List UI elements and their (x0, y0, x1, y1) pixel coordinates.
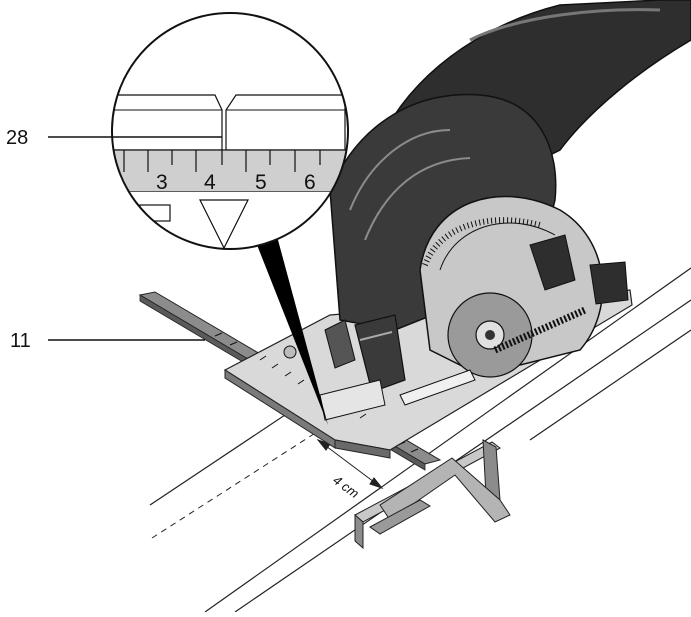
cut-line (151, 429, 321, 539)
magnifier-pointer (248, 222, 328, 425)
parallel-guide (354, 439, 511, 550)
scale-number-5: 5 (255, 171, 267, 194)
callout-label-11: 11 (10, 330, 31, 352)
scale-number-4: 4 (204, 171, 216, 194)
workpiece-board (149, 267, 691, 613)
notch-marker (199, 199, 249, 249)
magnified-scale (123, 150, 321, 172)
dimension-line (316, 438, 384, 490)
scale-number-6: 6 (304, 171, 316, 194)
saw-body (283, 0, 691, 421)
callout-label-28: 28 (6, 127, 28, 149)
dimension-label: 4 cm (330, 472, 362, 501)
scale-number-3: 3 (156, 171, 168, 194)
